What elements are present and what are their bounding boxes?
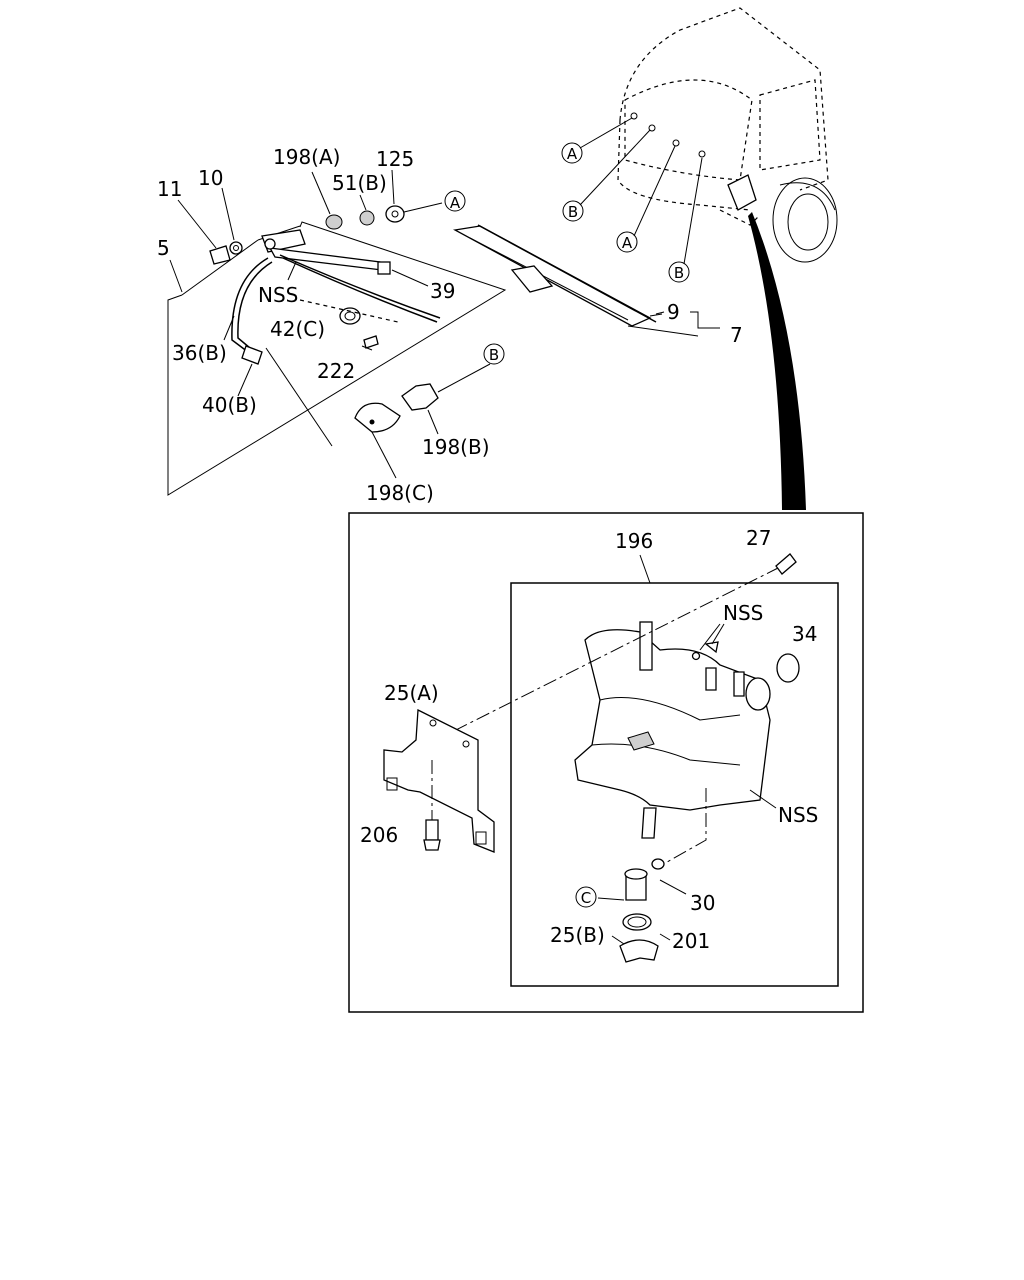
washer-tank-body <box>574 629 771 811</box>
callout-25b: 25(B) <box>550 923 605 947</box>
marker-b-hose-label: B <box>489 346 499 364</box>
callout-198a: 198(A) <box>273 145 340 169</box>
part-39-clip <box>377 261 391 275</box>
callout-39: 39 <box>430 279 455 303</box>
callout-40b: 40(B) <box>202 393 257 417</box>
cab-wheel <box>772 177 838 263</box>
truck-cab-illustration <box>579 7 838 510</box>
part-51b-washer <box>359 210 375 226</box>
callout-222: 222 <box>317 359 355 383</box>
callout-125: 125 <box>376 147 414 171</box>
marker-a-cab-1: A <box>561 142 583 164</box>
callout-196: 196 <box>615 529 653 553</box>
marker-a-cab-1-label: A <box>567 145 578 163</box>
part-206-bolt <box>425 819 439 841</box>
callout-7: 7 <box>730 323 743 347</box>
callout-198c: 198(C) <box>366 481 434 505</box>
callout-36b: 36(B) <box>172 341 227 365</box>
part-11-cap <box>209 245 231 265</box>
callout-201: 201 <box>672 929 710 953</box>
detail-pointer <box>748 212 806 510</box>
part-25b-clamp <box>619 939 659 963</box>
marker-c-pump-label: C <box>581 889 591 907</box>
callout-nss-tank-side: NSS <box>778 803 818 827</box>
detail-frame-outer <box>348 512 864 1013</box>
marker-a-hose: A <box>444 190 466 212</box>
marker-c-pump: C <box>575 886 597 908</box>
callout-nss-tank-top: NSS <box>723 601 763 625</box>
part-34-cap <box>776 653 800 683</box>
callout-51b: 51(B) <box>332 171 387 195</box>
marker-a-cab-2: A <box>616 231 638 253</box>
marker-a-cab-2-label: A <box>622 234 633 252</box>
wiper-arm-rod <box>279 254 441 319</box>
cab-tank-location <box>727 174 757 211</box>
part-40b-joint <box>241 345 263 365</box>
callout-27: 27 <box>746 526 771 550</box>
part-198c-cap <box>354 402 401 433</box>
part-25a-bracket <box>383 708 495 853</box>
callout-9: 9 <box>667 300 680 324</box>
callout-198b: 198(B) <box>422 435 490 459</box>
part-198a-grommet <box>325 214 343 230</box>
part-222-screw <box>363 335 379 349</box>
part-125-nut <box>385 205 405 223</box>
callout-10: 10 <box>198 166 223 190</box>
callout-nss-top: NSS <box>258 283 298 307</box>
callout-30: 30 <box>690 891 715 915</box>
windshield-outline <box>624 79 753 181</box>
callout-5: 5 <box>157 236 170 260</box>
marker-b-cab-2: B <box>668 261 690 283</box>
marker-b-cab-1-label: B <box>568 203 578 221</box>
callout-206: 206 <box>360 823 398 847</box>
callout-25a: 25(A) <box>384 681 439 705</box>
wiper-blade <box>453 225 652 327</box>
group-outline-5 <box>167 221 507 496</box>
washer-tank-detail <box>383 553 800 963</box>
part-42c-grommet <box>339 307 361 325</box>
leader-lines <box>169 169 665 435</box>
detail-frame-tank <box>510 582 839 987</box>
part-36b-hose <box>231 257 269 353</box>
wiper-arm-assembly <box>167 202 507 496</box>
callout-42c: 42(C) <box>270 317 325 341</box>
cab-outline <box>619 7 829 191</box>
marker-a-hose-label: A <box>450 194 461 212</box>
wiper-blade-assembly <box>453 224 720 337</box>
marker-b-cab-1: B <box>562 200 584 222</box>
part-27-bolt <box>775 553 797 575</box>
marker-b-cab-2-label: B <box>674 264 684 282</box>
marker-b-hose: B <box>483 343 505 365</box>
callout-34: 34 <box>792 622 817 646</box>
part-10-nut <box>229 241 243 255</box>
part-198b-nozzle <box>401 383 439 411</box>
part-201-ring <box>622 913 652 931</box>
callout-11: 11 <box>157 177 182 201</box>
